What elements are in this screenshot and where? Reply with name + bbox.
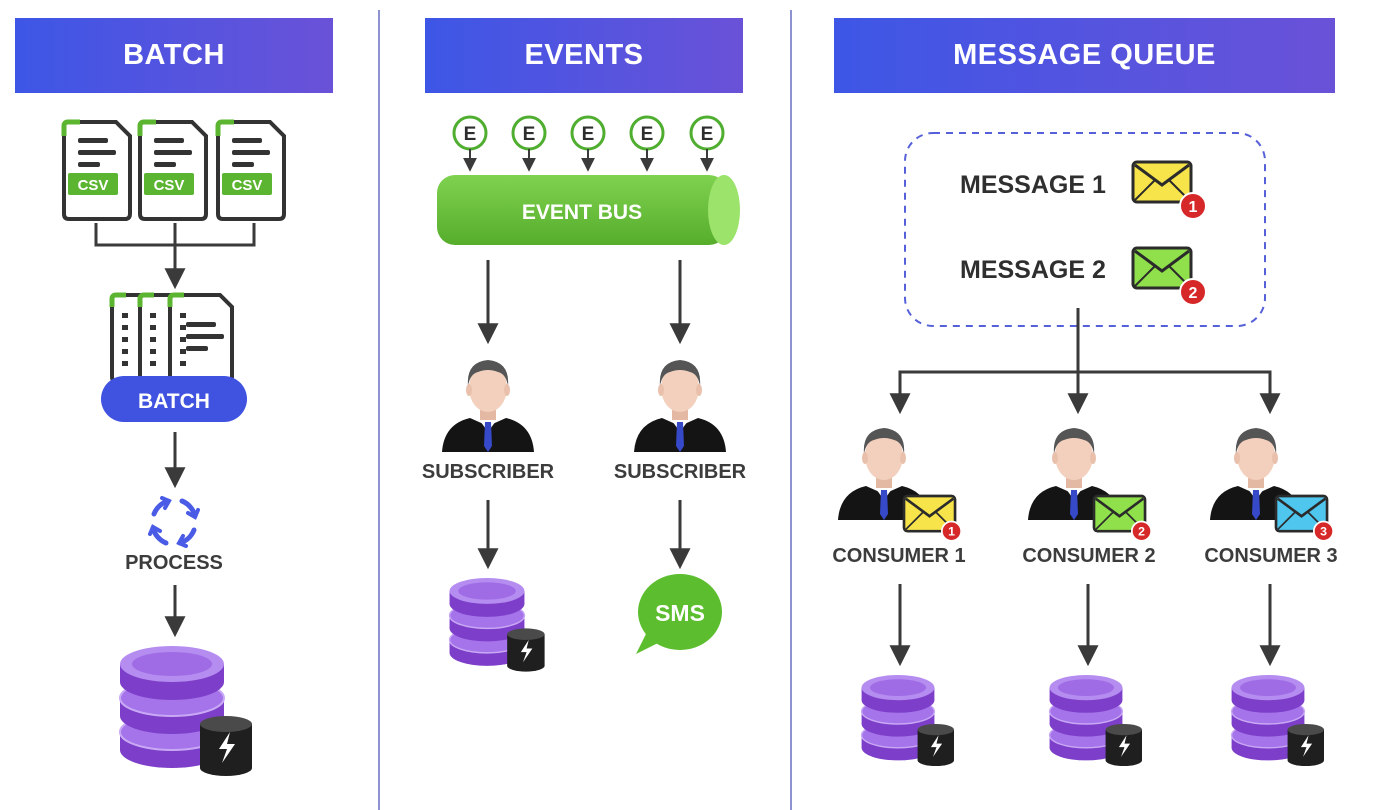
consumer-2-label: CONSUMER 2 xyxy=(1022,545,1156,567)
database-icon xyxy=(1230,674,1325,767)
database-icon xyxy=(860,674,955,767)
message-1-envelope-icon: 1 xyxy=(1131,160,1207,220)
csv-file-icon: CSV xyxy=(140,122,206,219)
sms-bubble-icon: SMS xyxy=(636,574,722,654)
process-cycle-icon xyxy=(148,496,200,548)
subscriber-label: SUBSCRIBER xyxy=(613,461,747,483)
event-letter: E xyxy=(701,124,714,145)
csv-file-icon: CSV xyxy=(218,122,284,219)
message-2-envelope-icon: 2 xyxy=(1131,246,1207,306)
event-letter: E xyxy=(464,124,477,145)
fan-out-connector xyxy=(898,308,1272,410)
consumer-1-envelope-icon: 1 xyxy=(902,494,963,542)
badge-number: 3 xyxy=(1320,525,1327,539)
event-letter: E xyxy=(641,124,654,145)
sms-label: SMS xyxy=(655,600,705,626)
event-icon: E xyxy=(689,115,725,172)
badge-number: 1 xyxy=(948,525,955,539)
event-icon: E xyxy=(511,115,547,172)
event-letter: E xyxy=(523,124,536,145)
csv-label: CSV xyxy=(78,177,109,194)
event-icons: E E E E E xyxy=(452,115,725,172)
event-letter: E xyxy=(582,124,595,145)
batch-pill-label: BATCH xyxy=(138,390,210,413)
events-header: EVENTS xyxy=(425,18,743,93)
event-bus: EVENT BUS xyxy=(437,175,740,245)
csv-label: CSV xyxy=(232,177,263,194)
merge-connector xyxy=(94,223,256,285)
process-label: PROCESS xyxy=(125,552,223,574)
batch-documents-icon xyxy=(112,295,232,381)
database-icon xyxy=(448,577,546,673)
subscriber-avatar xyxy=(634,360,726,452)
consumer-3-label: CONSUMER 3 xyxy=(1204,545,1338,567)
badge-number: 1 xyxy=(1189,199,1198,216)
consumer-3-envelope-icon: 3 xyxy=(1274,494,1335,542)
queue-container xyxy=(904,132,1266,327)
subscriber-avatar xyxy=(442,360,534,452)
message-2-label: MESSAGE 2 xyxy=(960,256,1106,284)
database-icon xyxy=(1048,674,1143,767)
batch-pill: BATCH xyxy=(101,376,247,422)
batch-header: BATCH xyxy=(15,18,333,93)
message-queue-header: MESSAGE QUEUE xyxy=(834,18,1335,93)
csv-label: CSV xyxy=(154,177,185,194)
badge-number: 2 xyxy=(1138,525,1145,539)
badge-number: 2 xyxy=(1189,285,1198,302)
event-icon: E xyxy=(629,115,665,172)
event-icon: E xyxy=(452,115,488,172)
event-icon: E xyxy=(570,115,606,172)
database-icon xyxy=(119,645,253,777)
csv-file-icon: CSV xyxy=(64,122,130,219)
event-bus-label: EVENT BUS xyxy=(522,201,642,224)
message-1-label: MESSAGE 1 xyxy=(960,171,1106,199)
subscriber-label: SUBSCRIBER xyxy=(421,461,555,483)
consumer-1-label: CONSUMER 1 xyxy=(832,545,966,567)
consumer-2-envelope-icon: 2 xyxy=(1092,494,1153,542)
